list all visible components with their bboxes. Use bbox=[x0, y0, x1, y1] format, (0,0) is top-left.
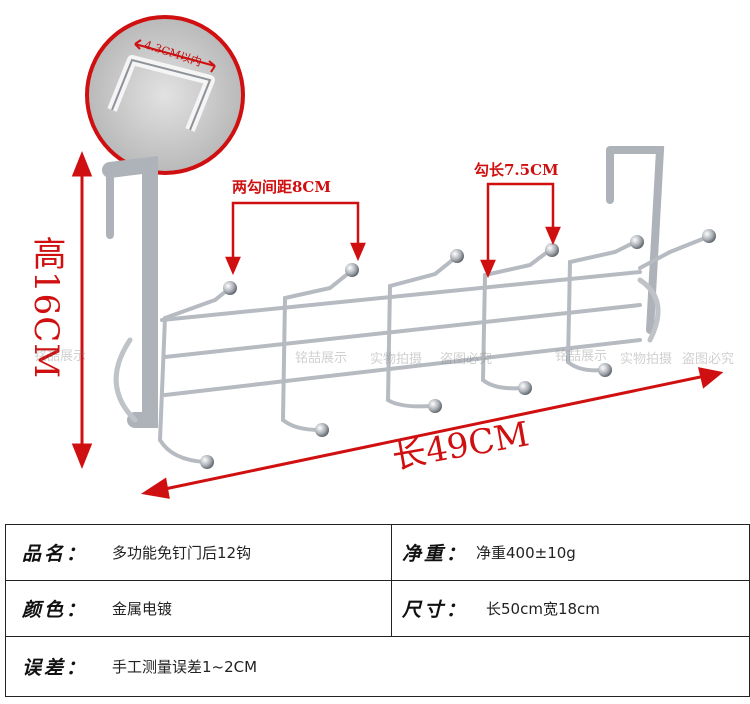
spec-key: 净重： bbox=[402, 543, 469, 565]
watermark: 实物拍摄 bbox=[370, 352, 423, 367]
spec-cell-weight: 净重： 净重400±10g bbox=[392, 525, 750, 581]
hanger-frame bbox=[102, 146, 707, 464]
spec-key: 尺寸： bbox=[402, 599, 469, 621]
spec-value: 多功能免钉门后12钩 bbox=[112, 544, 252, 562]
spec-cell-color: 颜色： 金属电镀 bbox=[6, 581, 392, 637]
hanger-illustration bbox=[71, 15, 724, 499]
spec-key: 品名： bbox=[22, 543, 89, 565]
length-arrow bbox=[140, 367, 724, 499]
spec-value: 手工测量误差1~2CM bbox=[112, 658, 258, 676]
spec-key: 颜色： bbox=[22, 599, 89, 621]
height-arrow bbox=[71, 150, 93, 470]
spec-table: 品名： 多功能免钉门后12钩 净重： 净重400±10g 颜色： 金属电镀 尺寸… bbox=[5, 524, 750, 697]
spec-value: 净重400±10g bbox=[476, 544, 576, 562]
watermark: 盗图必究 bbox=[682, 352, 735, 367]
spec-cell-error: 误差： 手工测量误差1~2CM bbox=[6, 637, 750, 697]
spec-key: 误差： bbox=[22, 657, 89, 679]
hook-spacing-label: 两勾间距8CM bbox=[232, 178, 331, 196]
height-label: 高16CM bbox=[26, 236, 66, 380]
product-figure: 4.3CM以内 高16CM 长49CM 两勾间距8CM 勾长7.5CM 铭喆展示… bbox=[26, 15, 735, 499]
watermark: 铭喆展示 bbox=[295, 351, 348, 366]
hook-length-bracket bbox=[480, 182, 561, 279]
spec-value: 长50cm宽18cm bbox=[486, 600, 600, 618]
watermark: 实物拍摄 bbox=[620, 352, 673, 367]
hook-length-label: 勾长7.5CM bbox=[474, 161, 559, 179]
zoom-circle bbox=[85, 15, 245, 175]
watermark: 铭喆展示 bbox=[555, 349, 608, 364]
spec-cell-name: 品名： 多功能免钉门后12钩 bbox=[6, 525, 392, 581]
hook-balls bbox=[200, 229, 716, 469]
watermark: 铭喆展示 bbox=[34, 349, 87, 364]
spec-value: 金属电镀 bbox=[112, 600, 173, 618]
spec-cell-size: 尺寸： 长50cm宽18cm bbox=[392, 581, 750, 637]
spacing-bracket bbox=[225, 201, 366, 276]
watermark: 盗图必究 bbox=[440, 352, 493, 367]
